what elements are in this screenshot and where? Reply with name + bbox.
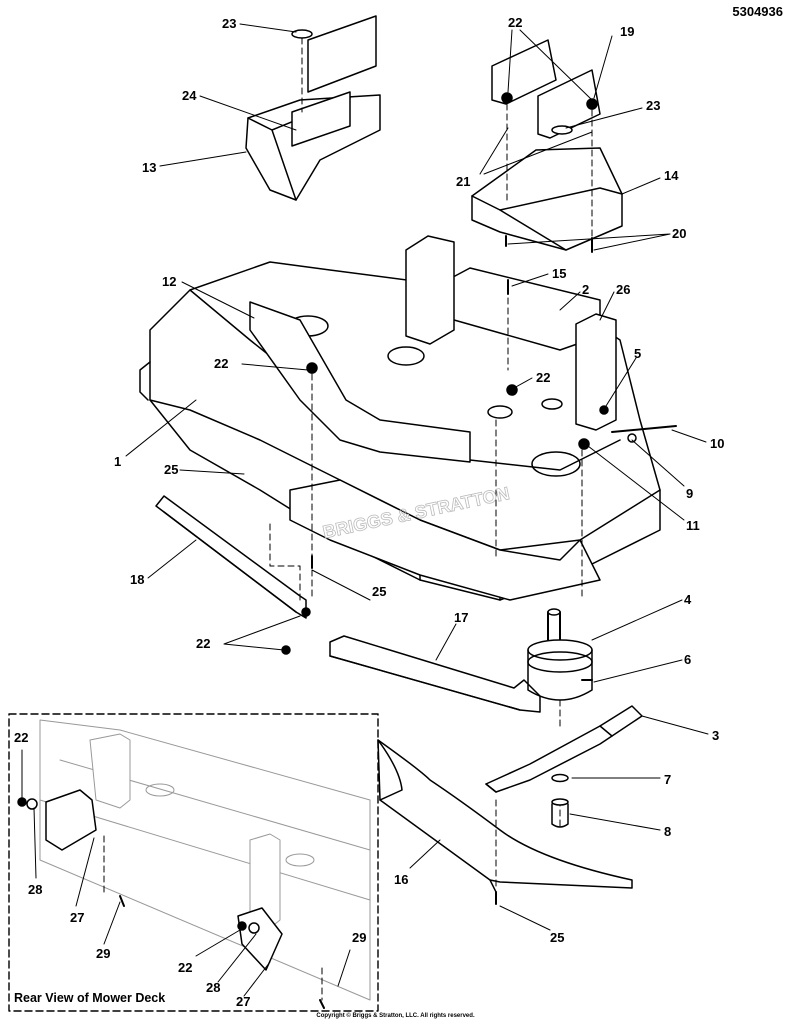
callout-22: 22: [508, 15, 522, 30]
inset-callout-27: 27: [236, 994, 250, 1009]
inset-plate-27-a: [45, 789, 97, 851]
callout-13: 13: [142, 160, 156, 175]
callout-17: 17: [454, 610, 468, 625]
inset-callout-22: 22: [178, 960, 192, 975]
bumper-17: [329, 635, 541, 713]
inset-callout-28: 28: [28, 882, 42, 897]
callout-7: 7: [664, 772, 671, 787]
callout-12: 12: [162, 274, 176, 289]
callout-16: 16: [394, 872, 408, 887]
callout-10: 10: [710, 436, 724, 451]
inset-title: Rear View of Mower Deck: [14, 991, 166, 1005]
callout-20: 20: [672, 226, 686, 241]
bumper-23-left: [291, 29, 313, 39]
belt-cover-right: [471, 147, 623, 251]
callout-4: 4: [684, 592, 692, 607]
callout-2: 2: [582, 282, 589, 297]
callout-labels: 23 24 13 22 19 23 21 14 20 15 2 26 12 5 …: [14, 15, 724, 1009]
callout-22: 22: [196, 636, 210, 651]
bracket-24: [291, 91, 351, 147]
callout-9: 9: [686, 486, 693, 501]
document-number: 5304936: [732, 4, 783, 19]
bolt-8: [551, 798, 569, 828]
callout-25: 25: [550, 930, 564, 945]
callout-22: 22: [536, 370, 550, 385]
copyright: Copyright © Briggs & Stratton, LLC. All …: [316, 1013, 475, 1019]
washer-7: [551, 773, 569, 783]
baffle-12: [249, 301, 471, 463]
inset-border: [8, 713, 379, 1012]
baffle-16: [377, 739, 633, 893]
callout-25: 25: [372, 584, 386, 599]
callout-23: 23: [222, 16, 236, 31]
callout-3: 3: [712, 728, 719, 743]
callout-25: 25: [164, 462, 178, 477]
belt-cover-plate-left: [307, 15, 377, 93]
spindle-hole-center: [387, 346, 425, 366]
front-skirt: [289, 479, 601, 601]
callout-8: 8: [664, 824, 671, 839]
spindle-4: [527, 608, 593, 701]
callout-15: 15: [552, 266, 566, 281]
leader-lines: [21, 23, 709, 997]
inset-deck: [39, 719, 371, 1001]
inset-callout-22: 22: [14, 730, 28, 745]
inset-callout-29: 29: [96, 946, 110, 961]
callout-11: 11: [686, 518, 700, 533]
bumper-18: [155, 495, 307, 619]
inset-callout-27: 27: [70, 910, 84, 925]
callout-18: 18: [130, 572, 144, 587]
inset-plate-27-b: [237, 907, 283, 971]
callout-19: 19: [620, 24, 634, 39]
callout-14: 14: [664, 168, 679, 183]
callout-6: 6: [684, 652, 691, 667]
inset-callout-28: 28: [206, 980, 220, 995]
callout-22: 22: [214, 356, 228, 371]
callout-23: 23: [646, 98, 660, 113]
spindle-hole-right: [531, 451, 581, 477]
callout-26: 26: [616, 282, 630, 297]
callout-1: 1: [114, 454, 121, 469]
inset-callout-29: 29: [352, 930, 366, 945]
callout-24: 24: [182, 88, 197, 103]
callout-5: 5: [634, 346, 641, 361]
callout-21: 21: [456, 174, 470, 189]
hitch-upright-26: [405, 235, 617, 431]
